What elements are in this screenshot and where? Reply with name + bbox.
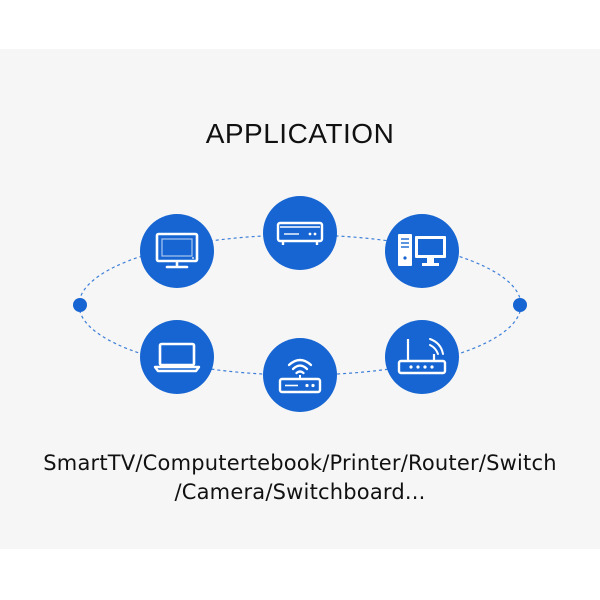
device-list-caption-line-2: /Camera/Switchboard... [174, 480, 426, 504]
orbit-node-left [73, 298, 87, 312]
tv-icon [155, 232, 199, 269]
device-desktop [385, 214, 459, 288]
wifi-router-icon [278, 358, 322, 394]
router-icon [397, 338, 447, 375]
orbit-node-right [513, 298, 527, 312]
device-set-top-box [263, 196, 337, 270]
device-router [385, 320, 459, 394]
set-top-box-icon [276, 221, 324, 245]
laptop-icon [153, 342, 201, 373]
device-tv [140, 214, 214, 288]
device-laptop [140, 320, 214, 394]
device-wifi-router [263, 338, 337, 412]
desktop-computer-icon [398, 234, 446, 266]
page-title: APPLICATION [205, 118, 395, 149]
background-panel [0, 49, 600, 549]
device-list-caption-line-1: SmartTV/Computertebook/Printer/Router/Sw… [43, 451, 557, 475]
